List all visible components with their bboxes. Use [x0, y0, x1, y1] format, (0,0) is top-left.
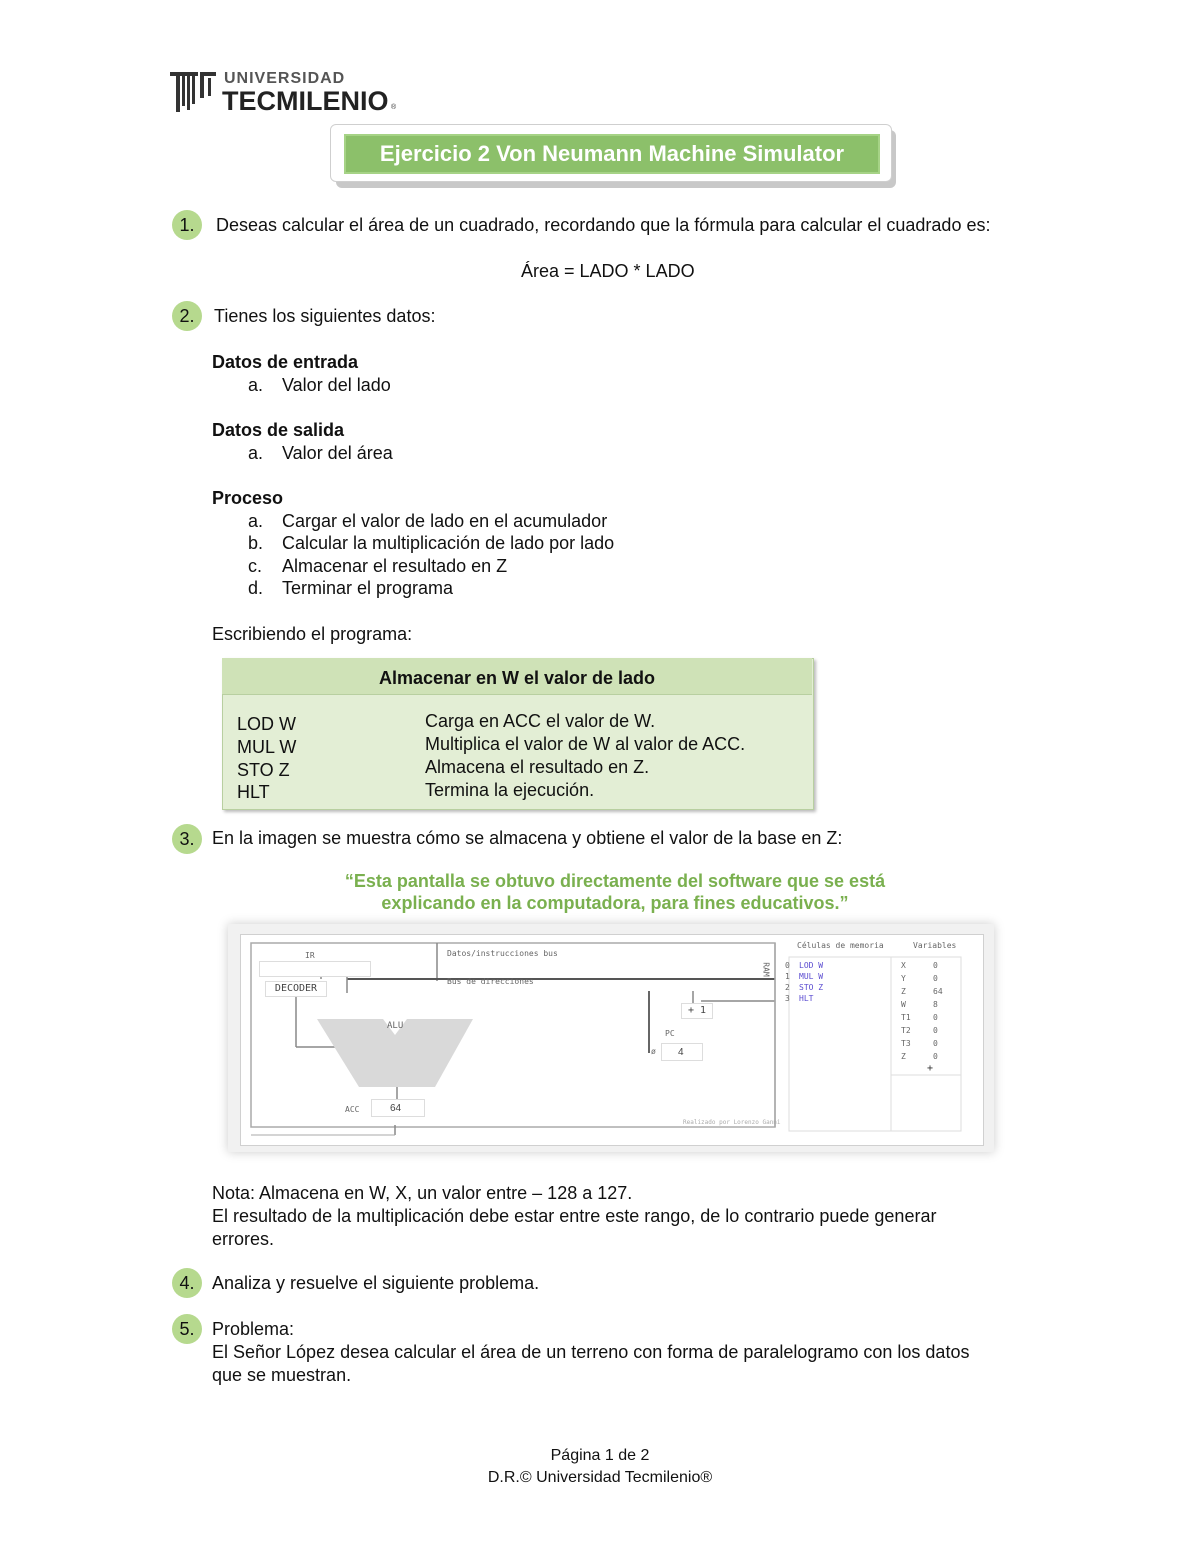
salida-item-text: Valor del área [282, 443, 393, 463]
step-5-text: Problema: [212, 1319, 295, 1339]
step-number-4: 4. [172, 1268, 202, 1298]
add-variable-button[interactable]: + [927, 1063, 934, 1074]
memory-value: HLT [799, 994, 814, 1003]
variable-name: T3 [901, 1039, 911, 1048]
code-cell: HLT [237, 782, 270, 802]
desc-cell: Carga en ACC el valor de W. [425, 711, 656, 731]
entrada-item-text: Valor del lado [282, 375, 391, 395]
page-number: Página 1 de 2 [550, 1447, 650, 1464]
step-number-2: 2. [172, 301, 202, 331]
desc-cell: Termina la ejecución. [425, 780, 595, 800]
formula: Área = LADO * LADO [521, 261, 695, 281]
desc-cell: Almacena el resultado en Z. [425, 757, 650, 777]
step-number-5: 5. [172, 1314, 202, 1344]
pc-register: 4 [661, 1043, 703, 1061]
escribiendo-label: Escribiendo el programa: [212, 624, 413, 644]
entrada-heading: Datos de entrada [212, 352, 359, 372]
copyright: D.R.© Universidad Tecmilenio® [487, 1469, 713, 1486]
variables-header: Variables [913, 941, 957, 950]
nota-line-1: Nota: Almacena en W, X, un valor entre –… [212, 1183, 633, 1203]
variable-value: 0 [933, 1039, 938, 1048]
memory-addr: 1 [785, 972, 790, 981]
proceso-item-mark: d. [248, 578, 264, 598]
variable-value: 0 [933, 1026, 938, 1035]
variable-name: Z [901, 1052, 906, 1061]
ir-label: IR [305, 951, 315, 960]
address-bus-label: Bus de direcciones [447, 977, 534, 986]
proceso-item-text: Calcular la multiplicación de lado por l… [282, 533, 615, 553]
salida-item-mark: a. [248, 443, 264, 463]
salida-heading: Datos de salida [212, 420, 345, 440]
memory-value: MUL W [799, 972, 824, 981]
code-table-header [222, 658, 812, 695]
alu-label: ALU [387, 1021, 404, 1031]
code-cell: STO Z [237, 760, 290, 780]
variable-value: 0 [933, 961, 938, 970]
variable-value: 8 [933, 1000, 938, 1009]
logo-line2: TECMILENIO [222, 86, 389, 116]
quote-line-1: “Esta pantalla se obtuvo directamente de… [344, 871, 886, 891]
memory-addr: 0 [785, 961, 790, 970]
page-title: Ejercicio 2 Von Neumann Machine Simulato… [379, 141, 845, 166]
entrada-item-mark: a. [248, 375, 264, 395]
acc-register: 64 [371, 1099, 425, 1117]
nota-line-2: El resultado de la multiplicación debe e… [212, 1206, 937, 1226]
ir-register [259, 961, 371, 977]
decoder-box: DECODER [265, 981, 327, 997]
quote-line-2: explicando en la computadora, para fines… [381, 893, 849, 913]
step-2-text: Tienes los siguientes datos: [214, 306, 436, 326]
code-cell: LOD W [237, 714, 297, 734]
proceso-item-text: Terminar el programa [282, 578, 454, 598]
step-4-text: Analiza y resuelve el siguiente problema… [212, 1273, 540, 1293]
ram-label: RAM [761, 962, 771, 977]
memory-header: Células de memoria [797, 941, 884, 950]
nota-line-3: errores. [212, 1229, 275, 1249]
pc-label: PC [665, 1029, 675, 1038]
variable-value: 64 [933, 987, 943, 996]
memory-addr: 3 [785, 994, 790, 1003]
memory-value: LOD W [799, 961, 824, 970]
step-number-3: 3. [172, 824, 202, 854]
variable-name: T2 [901, 1026, 911, 1035]
logo-line1: UNIVERSIDAD [224, 70, 346, 87]
data-bus-label: Datos/instrucciones bus [447, 949, 558, 958]
proceso-item-mark: c. [248, 556, 263, 576]
proceso-item-mark: a. [248, 511, 264, 531]
simulator-wiring [250, 942, 962, 1136]
tecmilenio-logo-icon [168, 68, 218, 114]
proceso-item-mark: b. [248, 533, 264, 553]
proceso-item-text: Cargar el valor de lado en el acumulador [282, 511, 608, 531]
variable-value: 0 [933, 974, 938, 983]
acc-label: ACC [345, 1105, 360, 1114]
variable-name: T1 [901, 1013, 911, 1022]
memory-value: STO Z [799, 983, 824, 992]
logo-registered-mark: ® [391, 104, 397, 111]
increment-box: + 1 [681, 1003, 713, 1019]
code-cell: MUL W [237, 737, 297, 757]
pc-prefix: ø [651, 1047, 656, 1056]
variable-name: Z [901, 987, 906, 996]
proceso-heading: Proceso [212, 488, 284, 508]
banner-fill [344, 134, 880, 174]
step-1-text: Deseas calcular el área de un cuadrado, … [216, 215, 991, 235]
variable-name: X [901, 961, 906, 970]
problema-line-2: que se muestran. [212, 1365, 352, 1385]
proceso-item-text: Almacenar el resultado en Z [282, 556, 508, 576]
step-3-text: En la imagen se muestra cómo se almacena… [212, 828, 843, 848]
simulator-screenshot: IR DECODER ALU ACC 64 Datos/instruccione… [240, 934, 984, 1146]
desc-cell: Multiplica el valor de W al valor de ACC… [425, 734, 746, 754]
memory-addr: 2 [785, 983, 790, 992]
problema-line-1: El Señor López desea calcular el área de… [212, 1342, 970, 1362]
variable-value: 0 [933, 1052, 938, 1061]
variable-value: 0 [933, 1013, 938, 1022]
code-table-title: Almacenar en W el valor de lado [378, 668, 656, 688]
variable-name: Y [901, 974, 906, 983]
step-number-1: 1. [172, 210, 202, 240]
simulator-credit: Realizado por Lorenzo Ganni [683, 1119, 781, 1126]
variable-name: W [901, 1000, 906, 1009]
